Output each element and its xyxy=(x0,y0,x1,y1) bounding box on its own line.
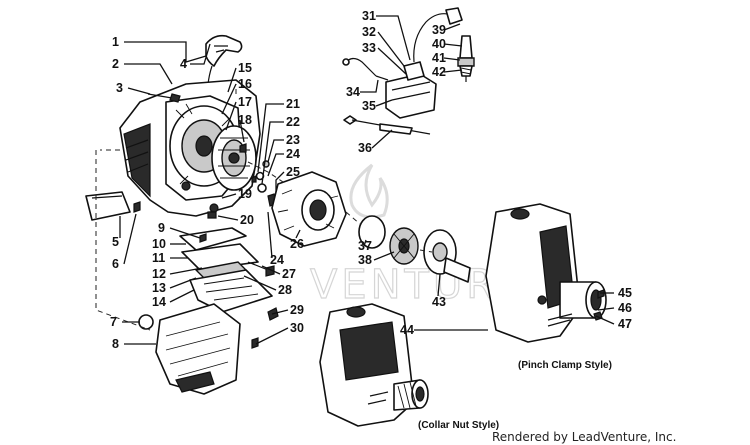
callout-label: 18 xyxy=(238,113,252,127)
callout-label: 20 xyxy=(240,213,254,227)
callout-label: 19 xyxy=(238,187,252,201)
callout-label: 37 xyxy=(358,239,372,253)
callout-label: 10 xyxy=(152,237,166,251)
credit-text: Rendered by LeadVenture, Inc. xyxy=(492,430,676,444)
callout-label: 45 xyxy=(618,286,632,300)
callout-label: 35 xyxy=(362,99,376,113)
callout-label: 46 xyxy=(618,301,632,315)
flywheel xyxy=(271,171,347,247)
callout-label: 25 xyxy=(286,165,300,179)
callout-label: 30 xyxy=(290,321,304,335)
callout-label: 15 xyxy=(238,61,252,75)
pinch-clamp-caption: (Pinch Clamp Style) xyxy=(518,360,612,371)
callout-label: 4 xyxy=(180,57,187,71)
collar-nut-caption: (Collar Nut Style) xyxy=(418,420,499,431)
callout-label: 1 xyxy=(112,35,119,49)
spark-plug xyxy=(457,35,475,82)
callout-label: 24 xyxy=(286,147,300,161)
assembly-guide-lines xyxy=(95,84,433,331)
callout-label: 7 xyxy=(110,315,117,329)
collar-nut-housing xyxy=(319,303,429,427)
callout-label: 3 xyxy=(116,81,123,95)
callout-label: 41 xyxy=(432,51,446,65)
callout-label: 42 xyxy=(432,65,446,79)
callout-label: 16 xyxy=(238,77,252,91)
callout-label: 14 xyxy=(152,295,166,309)
pinch-clamp-housing xyxy=(485,203,607,343)
callout-label: 21 xyxy=(286,97,300,111)
callout-label: 32 xyxy=(362,25,376,39)
recoil-pulley xyxy=(211,125,257,191)
callout-label: 12 xyxy=(152,267,166,281)
callout-label: 29 xyxy=(290,303,304,317)
callout-label: 43 xyxy=(432,295,446,309)
ignition-coil xyxy=(342,7,463,119)
callout-label: 33 xyxy=(362,41,376,55)
callout-label: 8 xyxy=(112,337,119,351)
lower-left-parts xyxy=(85,191,279,395)
callout-label: 34 xyxy=(346,85,360,99)
callout-label: 40 xyxy=(432,37,446,51)
callout-label: 47 xyxy=(618,317,632,331)
callout-label: 31 xyxy=(362,9,376,23)
callout-label: 36 xyxy=(358,141,372,155)
callout-labels: 1 2 3 4 5 6 7 8 9 10 11 12 13 14 15 16 1… xyxy=(110,9,632,351)
callout-label: 22 xyxy=(286,115,300,129)
callout-label: 13 xyxy=(152,281,166,295)
control-rod xyxy=(343,115,431,135)
callout-label: 9 xyxy=(158,221,165,235)
callout-label: 39 xyxy=(432,23,446,37)
callout-label: 6 xyxy=(112,257,119,271)
callout-label: 17 xyxy=(238,95,252,109)
callout-label: 5 xyxy=(112,235,119,249)
callout-label: 44 xyxy=(400,323,414,337)
callout-label: 2 xyxy=(112,57,119,71)
callout-label: 27 xyxy=(282,267,296,281)
callout-label: 38 xyxy=(358,253,372,267)
bolt-3 xyxy=(147,93,181,103)
leader-lines xyxy=(119,15,615,345)
callout-label: 24 xyxy=(270,253,284,267)
callout-label: 23 xyxy=(286,133,300,147)
clutch-assembly xyxy=(358,215,471,283)
callout-label: 28 xyxy=(278,283,292,297)
callout-label: 26 xyxy=(290,237,304,251)
callout-label: 11 xyxy=(152,251,165,265)
